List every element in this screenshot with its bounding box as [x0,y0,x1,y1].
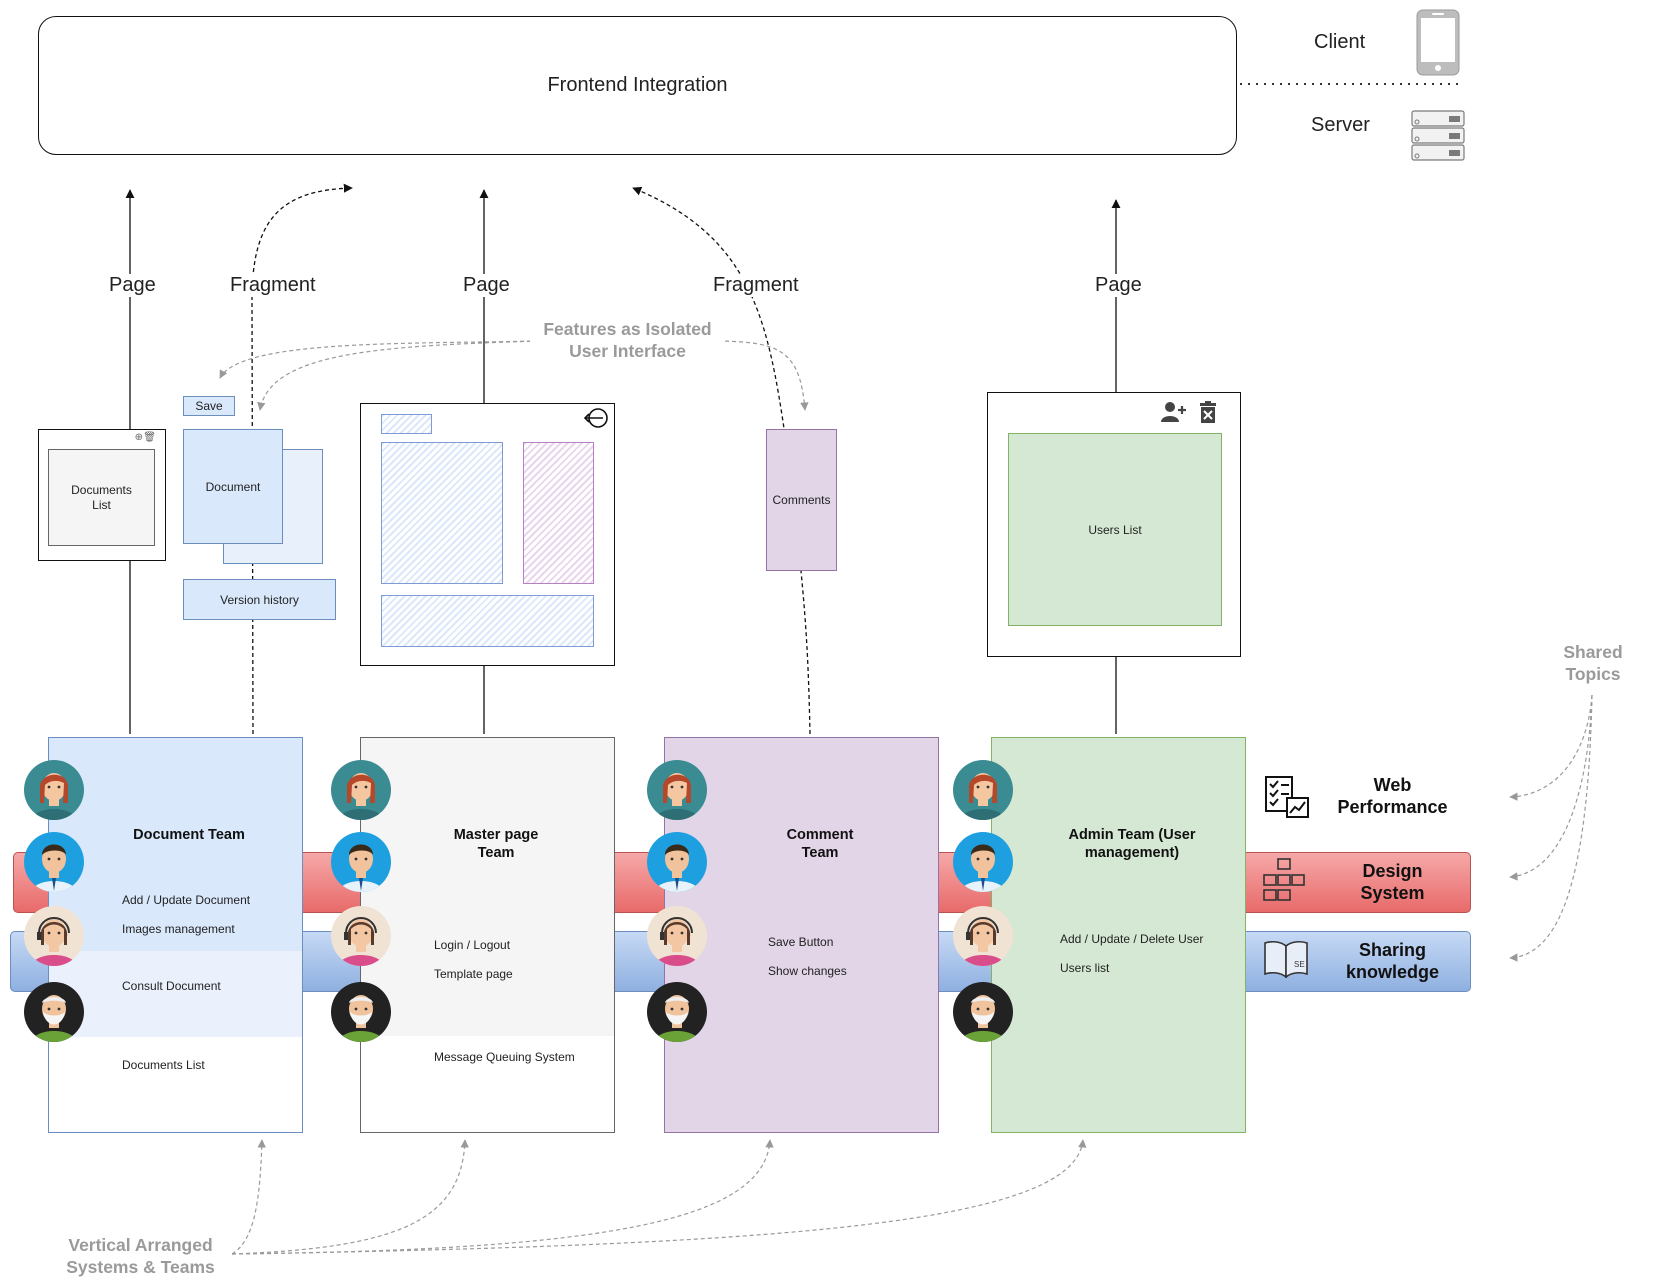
vertical-arrow-4 [231,1139,1087,1255]
features-arrow-left-2 [257,340,539,411]
sharing-knowledge-label: Sharing knowledge [1345,940,1439,982]
page-label-3: Page [1093,274,1144,297]
wireframe-side-content [523,442,594,584]
wireframe-logo-block [381,414,432,434]
elder-avatar-icon [647,982,707,1042]
man-avatar-icon [647,832,707,892]
master-page-wireframe [360,403,615,666]
vertical-arrow-3 [231,1139,774,1255]
elder-avatar-icon [24,982,84,1042]
users-list-panel: Users List [1008,433,1222,626]
admin-team-column: Admin Team (User management) Add / Updat… [991,737,1246,1133]
vertical-arrow-2 [231,1139,469,1255]
master-team-item-1: Login / Logout [434,938,511,952]
web-performance-label: Web Performance [1337,775,1448,817]
features-annotation: Features as Isolated User Interface [530,318,725,362]
document-team-column: Document Team Add / Update Document Imag… [48,737,303,1133]
documents-list-window: ⊕ 🗑 Documents List [38,429,166,561]
woman-avatar-icon [647,760,707,820]
shared-arrow-2 [1509,694,1593,881]
support-agent-avatar-icon [647,906,707,966]
document-team-item-2: Images management [122,922,235,936]
document-team-title: Document Team [133,827,245,843]
frontend-integration-label: Frontend Integration [547,74,728,96]
comment-team-title: Comment Team [786,827,854,861]
documents-list-panel: Documents List [48,449,155,546]
admin-team-item-2: Users list [1060,961,1110,975]
design-system-icon [1263,858,1305,901]
design-system-label: Design System [1360,861,1425,903]
elder-avatar-icon [953,982,1013,1042]
shared-arrow-3 [1509,694,1593,962]
wireframe-footer-content [381,595,594,647]
master-team-item-3: Message Queuing System [434,1050,575,1064]
woman-avatar-icon [24,760,84,820]
vertical-teams-annotation: Vertical Arranged Systems & Teams [66,1235,215,1277]
admin-team-item-1: Add / Update / Delete User [1060,932,1204,946]
document-team-item-3: Consult Document [122,979,221,993]
man-avatar-icon [953,832,1013,892]
frontend-integration-box: Frontend Integration [38,16,1237,155]
comment-team-item-1: Save Button [768,935,834,949]
master-page-team-column: Master page Team Login / Logout Template… [360,737,615,1133]
version-history-button[interactable]: Version history [183,579,336,620]
woman-avatar-icon [953,760,1013,820]
page-label-1: Page [107,274,158,297]
wireframe-main-content [381,442,503,584]
master-page-team-title: Master page Team [453,827,539,861]
comments-panel: Comments [766,429,837,571]
add-icon[interactable]: ⊕ [134,432,143,443]
vertical-arrow-1 [231,1139,266,1255]
features-arrow-left-1 [219,340,539,379]
svg-text:SE: SE [1294,960,1305,969]
logout-icon[interactable] [583,407,609,429]
fragment-label-1: Fragment [228,274,318,297]
delete-user-icon[interactable] [1199,401,1217,423]
server-rack-icon [1411,110,1465,161]
comment-team-item-2: Show changes [768,964,847,978]
fragment-label-2: Fragment [711,274,801,297]
support-agent-avatar-icon [953,906,1013,966]
shared-arrow-1 [1509,694,1593,801]
trash-icon[interactable]: 🗑 [143,432,156,443]
man-avatar-icon [24,832,84,892]
master-team-item-2: Template page [434,967,513,981]
add-user-icon[interactable] [1160,401,1186,423]
master-team-fill [361,738,614,1036]
woman-avatar-icon [331,760,391,820]
elder-avatar-icon [331,982,391,1042]
admin-team-title: Admin Team (User management) [1068,827,1196,861]
web-performance-icon [1265,776,1309,818]
page-label-2: Page [461,274,512,297]
document-panel: Document [183,429,283,544]
users-list-window: Users List [987,392,1241,657]
server-label: Server [1311,114,1370,136]
mobile-phone-icon [1416,9,1460,76]
features-arrow-right [717,340,809,411]
support-agent-avatar-icon [331,906,391,966]
document-team-item-1: Add / Update Document [122,893,251,907]
document-team-item-4: Documents List [122,1058,205,1072]
shared-topics-annotation: Shared Topics [1563,642,1623,684]
client-label: Client [1314,31,1366,53]
save-button[interactable]: Save [183,396,235,416]
comment-team-column: Comment Team Save Button Show changes [664,737,939,1133]
document-team-fill-top [49,738,302,951]
document-team-fill-mid [49,951,302,1037]
fragment-arrow-1 [251,183,353,735]
book-icon: SE [1264,940,1308,978]
support-agent-avatar-icon [24,906,84,966]
man-avatar-icon [331,832,391,892]
